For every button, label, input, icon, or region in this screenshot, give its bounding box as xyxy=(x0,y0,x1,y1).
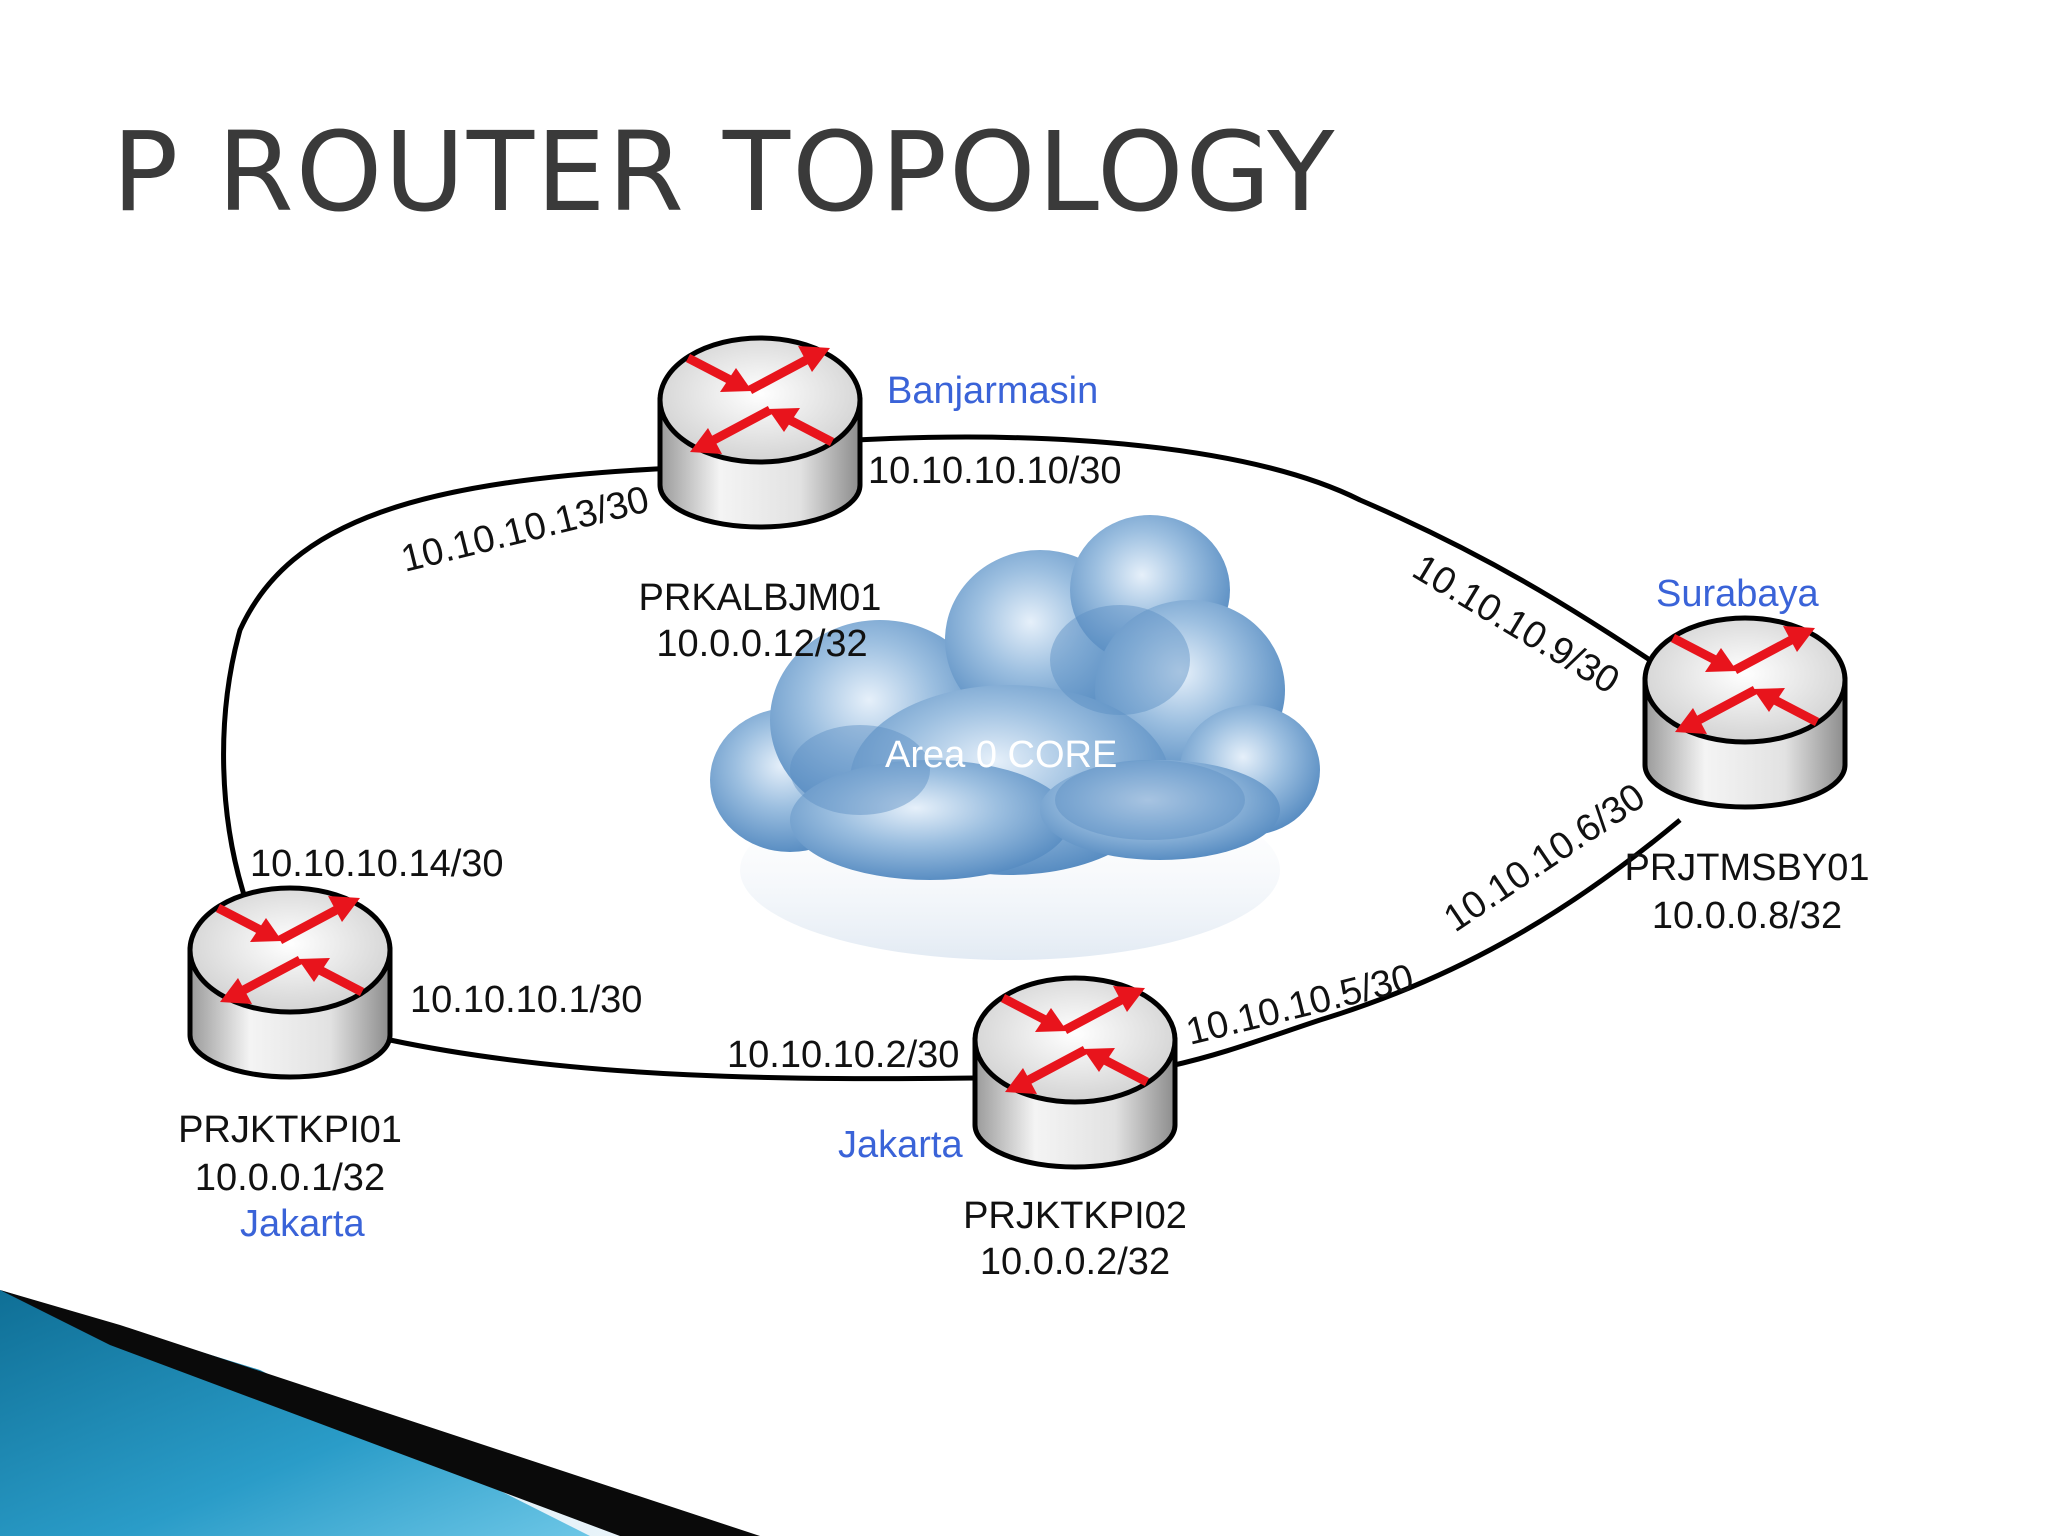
link-ip-label: 10.10.10.14/30 xyxy=(250,843,504,885)
city-label: Jakarta xyxy=(838,1124,963,1166)
page-title: P ROUTER TOPOLOGY xyxy=(112,108,1337,236)
cloud-label: Area 0 CORE xyxy=(885,734,1117,776)
router-prjktkpi01[interactable] xyxy=(190,888,390,1077)
link-ip-label: 10.10.10.5/30 xyxy=(1182,957,1418,1054)
link-ip-label: 10.10.10.2/30 xyxy=(727,1034,959,1076)
router-loopback: 10.0.0.2/32 xyxy=(980,1241,1170,1283)
link-ip-label: 10.10.10.10/30 xyxy=(868,450,1122,492)
router-icon xyxy=(975,978,1175,1167)
router-loopback: 10.0.0.12/32 xyxy=(656,623,867,665)
router-name: PRJKTKPI01 xyxy=(178,1109,402,1151)
router-icon xyxy=(660,338,860,527)
city-label: Jakarta xyxy=(240,1203,365,1245)
city-label: Surabaya xyxy=(1656,573,1820,615)
router-prjtmsby01[interactable] xyxy=(1645,618,1845,807)
router-loopback: 10.0.0.1/32 xyxy=(195,1157,385,1199)
link-ip-label: 10.10.10.1/30 xyxy=(410,979,642,1021)
router-name: PRJKTKPI02 xyxy=(963,1195,1187,1237)
router-prkalbjm01[interactable] xyxy=(660,338,860,527)
router-loopback: 10.0.0.8/32 xyxy=(1652,895,1842,937)
decorative-band xyxy=(0,1290,760,1536)
router-name: PRJTMSBY01 xyxy=(1625,847,1870,889)
router-name: PRKALBJM01 xyxy=(639,577,882,619)
city-label: Banjarmasin xyxy=(887,370,1098,412)
router-icon xyxy=(190,888,390,1077)
router-prjktkpi02[interactable] xyxy=(975,978,1175,1167)
router-icon xyxy=(1645,618,1845,807)
